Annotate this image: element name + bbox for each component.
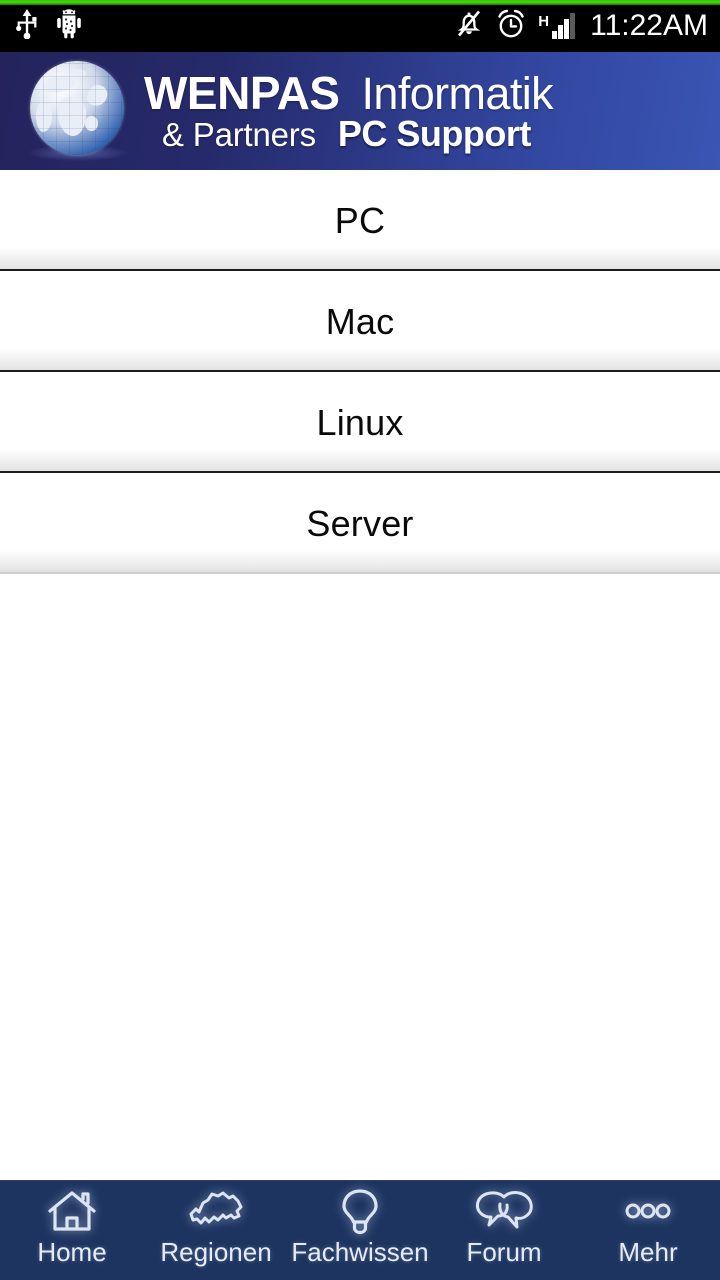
status-bar: H 11:22AM	[0, 0, 720, 52]
list-item-linux[interactable]: Linux	[0, 372, 720, 473]
category-list: PC Mac Linux Server	[0, 170, 720, 574]
speech-bubbles-icon	[472, 1187, 536, 1235]
bottom-navigation-bar: Home Regionen Fachwissen	[0, 1180, 720, 1280]
clock-label: 11:22AM	[590, 9, 708, 42]
banner-title: Informatik	[361, 67, 554, 119]
list-item-server[interactable]: Server	[0, 473, 720, 574]
banner-text-block: WENPAS Informatik & Partners PC Support	[144, 66, 720, 154]
switzerland-map-icon	[184, 1187, 248, 1235]
brand-name: WENPAS	[144, 66, 340, 119]
signal-strength-icon	[552, 13, 576, 39]
three-dots-icon	[616, 1187, 680, 1235]
silent-mode-icon	[454, 8, 484, 45]
nav-item-forum[interactable]: Forum	[432, 1181, 576, 1280]
list-item-label: Server	[306, 502, 414, 544]
nav-item-mehr[interactable]: Mehr	[576, 1181, 720, 1280]
nav-item-label: Mehr	[618, 1237, 678, 1267]
status-bar-right-icons: H 11:22AM	[454, 8, 708, 45]
nav-item-label: Home	[37, 1237, 107, 1267]
alarm-clock-icon	[495, 8, 527, 45]
lightbulb-icon	[328, 1187, 392, 1235]
status-bar-left-icons	[14, 8, 82, 44]
list-item-label: PC	[334, 199, 386, 241]
nav-item-label: Forum	[466, 1237, 542, 1267]
android-debug-icon	[56, 8, 82, 44]
list-item-mac[interactable]: Mac	[0, 271, 720, 372]
nav-item-label: Regionen	[160, 1237, 272, 1267]
nav-item-fachwissen[interactable]: Fachwissen	[288, 1181, 432, 1280]
globe-sphere	[30, 61, 124, 155]
nav-item-regionen[interactable]: Regionen	[144, 1181, 288, 1280]
network-type-label: H	[538, 12, 550, 30]
brand-subtitle: & Partners	[162, 115, 316, 153]
list-item-label: Mac	[325, 300, 395, 342]
list-item-label: Linux	[316, 401, 404, 443]
app-header-banner: WENPAS Informatik & Partners PC Support	[0, 52, 720, 170]
nav-item-home[interactable]: Home	[0, 1181, 144, 1280]
globe-icon	[22, 55, 134, 167]
usb-icon	[14, 8, 40, 44]
house-icon	[40, 1187, 104, 1235]
nav-item-label: Fachwissen	[291, 1237, 429, 1267]
banner-subtitle: PC Support	[337, 112, 531, 154]
list-item-pc[interactable]: PC	[0, 170, 720, 271]
